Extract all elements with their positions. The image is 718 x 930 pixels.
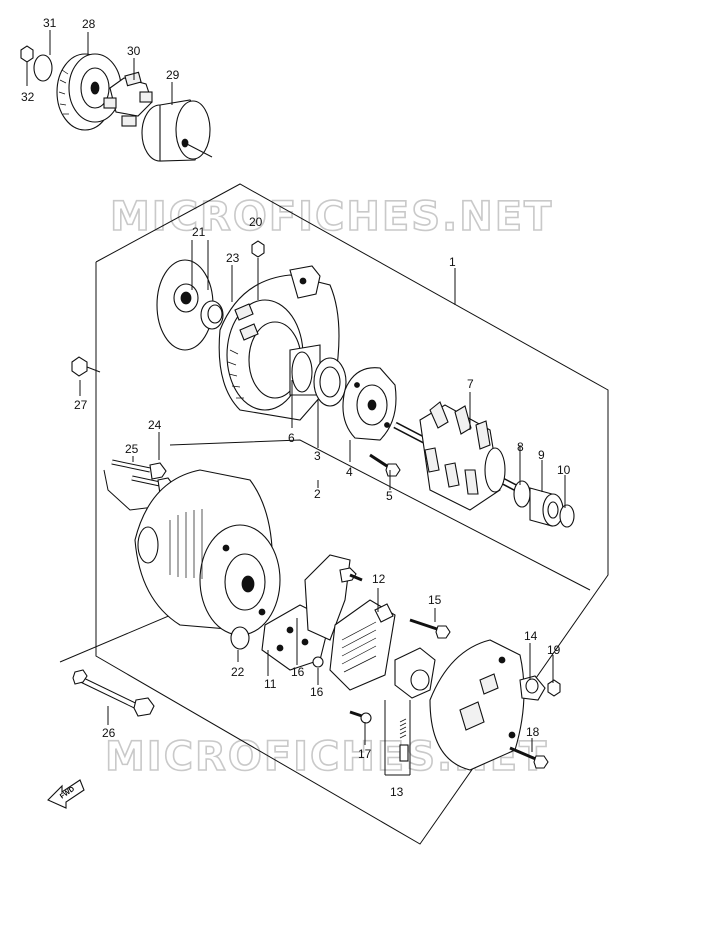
nut-part-31 [20, 45, 34, 63]
rotor-part-7 [393, 401, 522, 511]
callout-19: 19 [547, 643, 561, 657]
callout-28: 28 [82, 17, 96, 31]
callout-29: 29 [166, 68, 180, 82]
callout-27: 27 [74, 398, 88, 412]
leader-lines [26, 30, 566, 776]
callout-21: 21 [192, 225, 206, 239]
nut-part-20 [251, 240, 265, 258]
terminal-group-14-19 [519, 675, 561, 701]
bolt-part-18 [509, 746, 549, 769]
nut-part-19 [547, 679, 561, 697]
callout-25: 25 [125, 442, 139, 456]
bolts-part-24-25 [103, 459, 175, 511]
rear-cover-part [429, 639, 525, 771]
callout-2: 2 [314, 487, 321, 501]
washer-part [33, 54, 53, 82]
cover-part-10 [559, 504, 575, 528]
callout-26: 26 [102, 726, 116, 740]
callout-4: 4 [346, 465, 353, 479]
callout-18: 18 [526, 725, 540, 739]
assembly-outline [95, 183, 609, 845]
screw-part-16 [312, 656, 324, 668]
callout-20: 20 [249, 215, 263, 229]
callout-22: 22 [231, 665, 245, 679]
callout-1: 1 [449, 255, 456, 269]
callout-30: 30 [127, 44, 141, 58]
callout-32: 32 [21, 90, 35, 104]
callout-7: 7 [467, 377, 474, 391]
fwd-direction-arrow: FWD [47, 779, 85, 809]
callout-11: 11 [264, 677, 277, 691]
screw-part-15 [409, 618, 451, 639]
callout-14: 14 [524, 629, 538, 643]
rear-frame-housing [134, 469, 281, 636]
screw-part-17 [349, 710, 372, 724]
plate-part-16 [304, 554, 363, 668]
regulator-part-12 [329, 599, 396, 691]
callout-9: 9 [538, 448, 545, 462]
nut-part-27 [71, 356, 88, 377]
collar-part-8 [513, 480, 531, 508]
callout-16a: 16 [291, 665, 305, 679]
bolt-part-26 [72, 669, 155, 717]
callout-12: 12 [372, 572, 386, 586]
callout-5: 5 [386, 489, 393, 503]
callout-10: 10 [557, 463, 571, 477]
front-bearing-group [71, 240, 265, 377]
screw-part-5 [369, 453, 401, 477]
callout-24: 24 [148, 418, 162, 432]
callout-23: 23 [226, 251, 240, 265]
callout-17: 17 [358, 747, 372, 761]
sleeve-part-22 [230, 626, 250, 650]
callout-31: 31 [43, 16, 57, 30]
retainer-plate-part-4 [342, 367, 397, 441]
callouts: 1 2 3 4 5 6 7 8 9 10 11 12 13 14 15 16 1… [21, 16, 571, 799]
watermark-top: MICROFICHES.NET [110, 194, 553, 240]
brush-holder-part-13 [394, 647, 436, 762]
bearing-group-8-10 [513, 480, 575, 528]
callout-3: 3 [314, 449, 321, 463]
callout-15: 15 [428, 593, 442, 607]
bearing-part-3 [289, 344, 347, 407]
callout-13: 13 [390, 785, 404, 799]
callout-16b: 16 [310, 685, 324, 699]
callout-6: 6 [288, 431, 295, 445]
callout-8: 8 [517, 440, 524, 454]
pulley-group [20, 45, 213, 162]
